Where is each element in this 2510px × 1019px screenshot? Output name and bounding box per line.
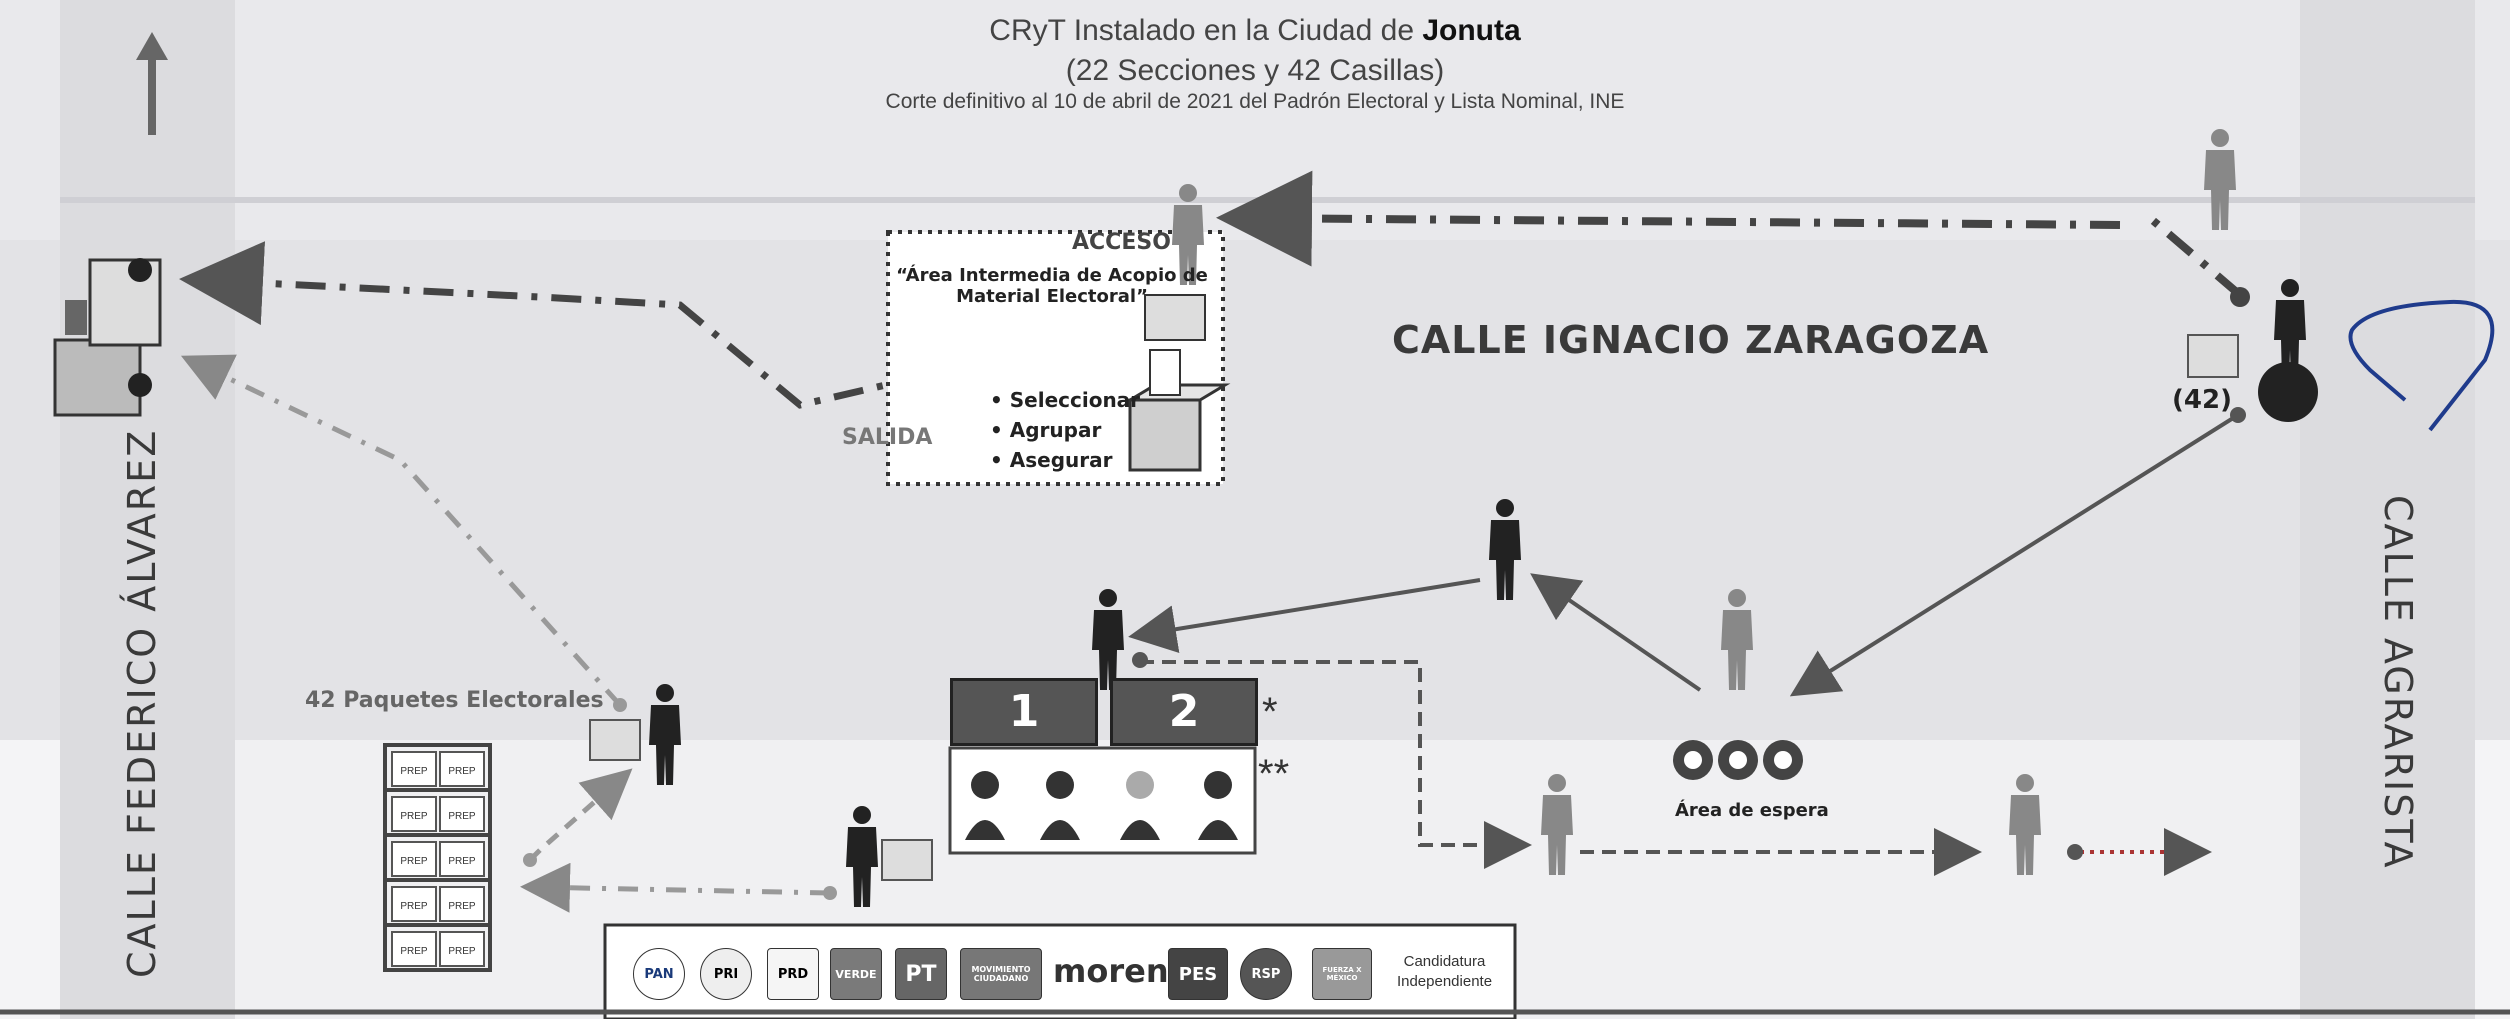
candidate-avatars: [965, 771, 1238, 840]
people: [649, 129, 2318, 907]
package-box: [391, 796, 437, 832]
zaragoza-road: [0, 240, 2510, 740]
party-mc-icon: MOVIMIENTO CIUDADANO: [960, 948, 1042, 1000]
party-verde-icon: VERDE: [830, 948, 882, 1000]
waiting-chairs-icon: [1673, 740, 1803, 780]
package-box-label: PREP: [400, 766, 428, 777]
street-federico-alvarez: CALLE FEDERICO ÁLVAREZ: [120, 428, 164, 978]
paquetes-label: 42 Paquetes Electorales: [305, 688, 604, 713]
package-box: [439, 751, 485, 787]
package-box-label: PREP: [400, 901, 428, 912]
party-pri-icon: PRI: [700, 948, 752, 1000]
booth-1: 1: [950, 678, 1098, 746]
booth-2: 2: [1110, 678, 1258, 746]
acceso-label: ACCESO: [1072, 230, 1171, 255]
street-agrarista: CALLE AGRARISTA: [2376, 495, 2420, 870]
boxes-stack-icon: [1144, 294, 1206, 341]
ballot-box-icon: [1124, 349, 1231, 472]
package-box-label: PREP: [448, 856, 476, 867]
party-rsp-icon: RSP: [1240, 948, 1292, 1000]
title-line-3: Corte definitivo al 10 de abril de 2021 …: [885, 90, 1625, 113]
party-pan-icon: PAN: [633, 948, 685, 1000]
truck-icon: [53, 258, 162, 417]
package-box-label: PREP: [400, 946, 428, 957]
asterisk-2: **: [1258, 752, 1290, 796]
party-fxm-icon: FUERZA X MÉXICO: [1312, 948, 1372, 1000]
salida-label: SALIDA: [842, 425, 933, 450]
package-box: [391, 751, 437, 787]
hand-drawn-marker: [2348, 299, 2495, 432]
title-prefix: CRyT Instalado en la Ciudad de: [989, 14, 1423, 47]
package-box: [439, 886, 485, 922]
area-steps: • Seleccionar • Agrupar • Asegurar: [990, 385, 1140, 475]
package-box: [439, 841, 485, 877]
left-road: [60, 0, 235, 1019]
count-label: (42): [2172, 385, 2232, 415]
espera-label: Área de espera: [1675, 800, 1829, 821]
package-box-label: PREP: [448, 901, 476, 912]
step-item: • Asegurar: [990, 448, 1113, 472]
step-item: • Agrupar: [990, 418, 1102, 442]
asterisk-1: *: [1262, 690, 1278, 734]
step-item: • Seleccionar: [990, 388, 1141, 412]
party-prd-icon: PRD: [767, 948, 819, 1000]
package-box: [439, 931, 485, 967]
package-box-label: PREP: [400, 811, 428, 822]
right-road: [2300, 0, 2475, 1019]
party-pt-icon: PT: [895, 948, 947, 1000]
package-box: [391, 931, 437, 967]
party-pes-icon: PES: [1168, 948, 1228, 1000]
candidatura-label: Candidatura Independiente: [1396, 953, 1493, 990]
title-city: Jonuta: [1422, 14, 1521, 47]
title-line-2: (22 Secciones y 42 Casillas): [1065, 54, 1445, 87]
shelf-icon: [383, 743, 492, 972]
package-box: [391, 886, 437, 922]
package-box-label: PREP: [448, 946, 476, 957]
area-intermedia-title: “Área Intermedia de Acopio de Material E…: [896, 265, 1208, 307]
package-icons: [589, 334, 2239, 881]
package-box: [391, 841, 437, 877]
package-box-label: PREP: [400, 856, 428, 867]
party-morena: morena: [1053, 952, 1191, 990]
package-box: [439, 796, 485, 832]
package-box-label: PREP: [448, 811, 476, 822]
package-box-label: PREP: [448, 766, 476, 777]
street-zaragoza: CALLE IGNACIO ZARAGOZA: [1392, 318, 1990, 362]
title-line-1: CRyT Instalado en la Ciudad de Jonuta: [0, 14, 2510, 48]
north-arrow-icon: [136, 32, 168, 135]
